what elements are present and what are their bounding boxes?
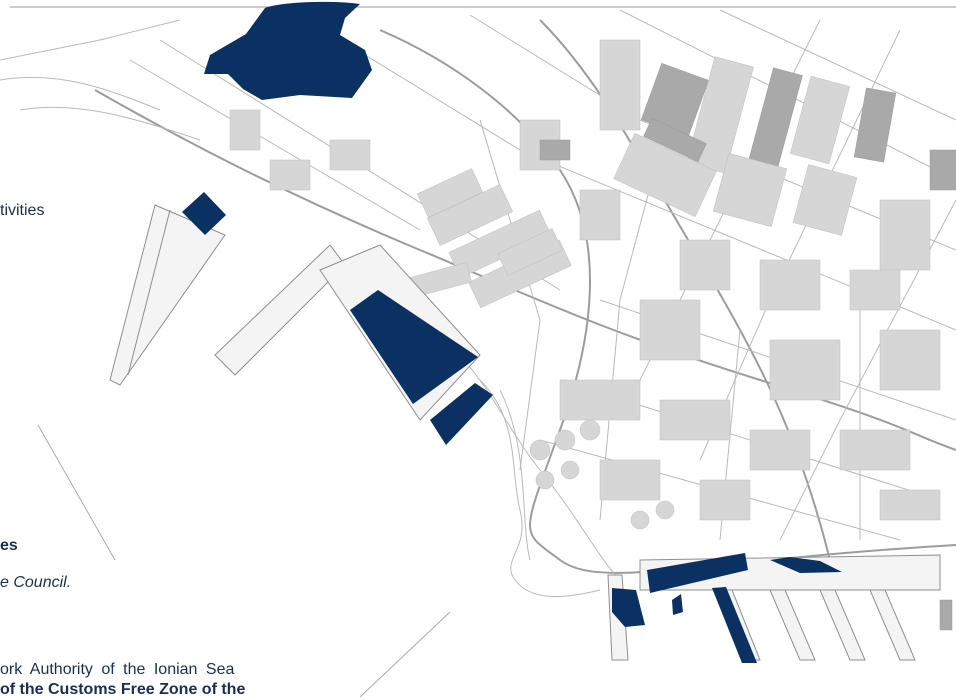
south-breakwater xyxy=(359,611,451,697)
coastline xyxy=(479,379,601,598)
offshore-breakwater xyxy=(37,424,116,561)
buildings xyxy=(229,39,956,631)
text-bold-fragment: es xyxy=(0,537,18,554)
zone-east-mini xyxy=(803,565,838,572)
text-council-fragment: e Council. xyxy=(0,574,72,591)
zone-south-pier xyxy=(712,587,757,663)
zone-south-notch xyxy=(672,594,683,615)
text-customs-fragment: of the Customs Free Zone of the xyxy=(0,681,246,698)
zone-central-pier xyxy=(350,290,478,404)
zone-north xyxy=(204,1,372,101)
zone-west-square xyxy=(182,192,226,235)
zone-south-left xyxy=(612,588,645,627)
text-activities-fragment: tivities xyxy=(0,202,45,219)
west-breakwater-inner xyxy=(127,209,171,376)
central-pier xyxy=(214,244,346,376)
zone-pier-tip xyxy=(430,383,493,445)
zone-south-port xyxy=(647,553,748,593)
text-authority-fragment: ork Authority of the Ionian Sea xyxy=(0,661,235,678)
